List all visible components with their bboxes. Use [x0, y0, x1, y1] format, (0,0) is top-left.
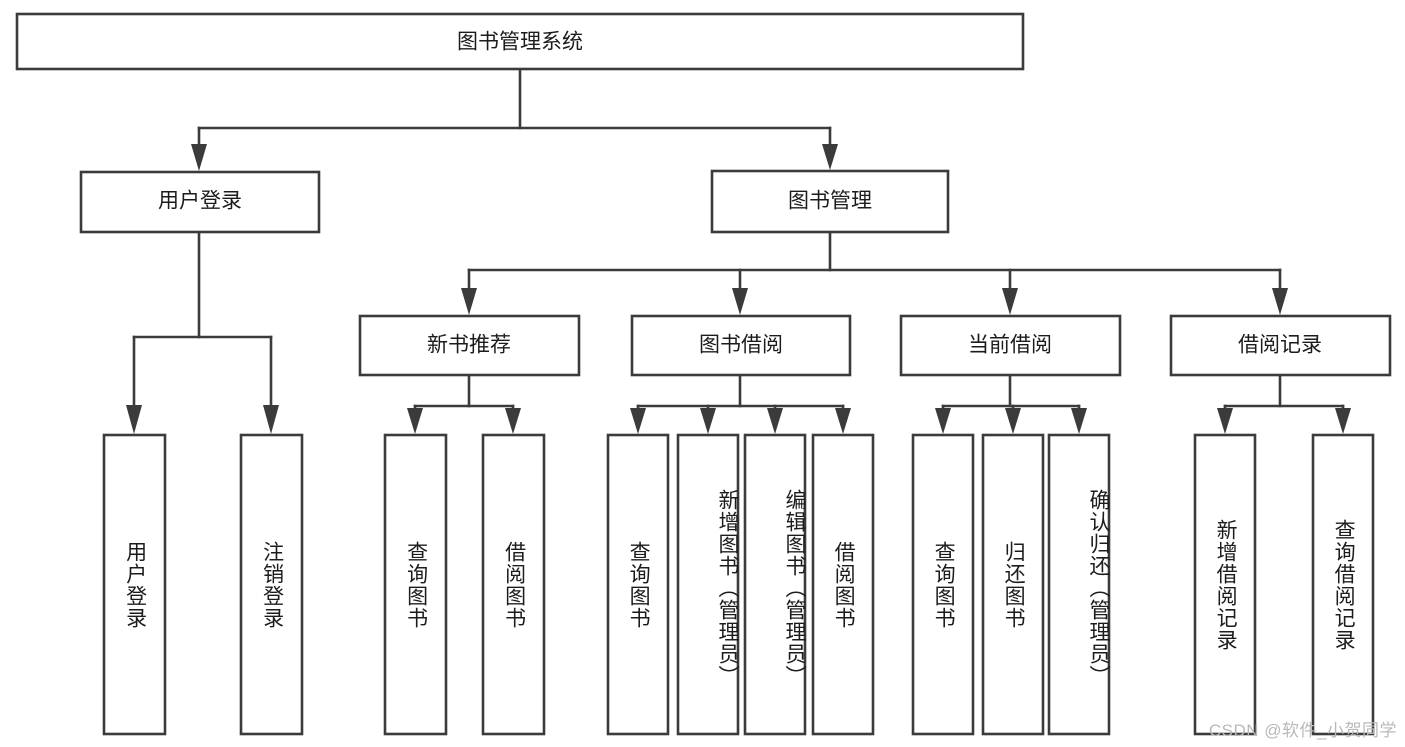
node-new-book-recommend-label: 新书推荐 — [427, 334, 511, 357]
node-book-borrow[interactable]: 图书借阅 — [630, 314, 852, 377]
node-leaf-query-borrow-record-box[interactable] — [1311, 433, 1375, 736]
arrowhead-book-manage — [822, 144, 838, 170]
node-leaf-user-login-box[interactable] — [102, 433, 167, 736]
node-leaf-confirm-return-admin-box[interactable] — [1047, 433, 1111, 736]
node-leaf-query-book-cur-box[interactable] — [911, 433, 975, 736]
node-leaf-return-book-box[interactable] — [981, 433, 1045, 736]
arrowhead-leaf-query-book-cur — [935, 408, 951, 434]
node-borrow-record[interactable]: 借阅记录 — [1169, 314, 1392, 377]
node-user-login-box[interactable] — [79, 170, 321, 234]
connectors — [126, 67, 1351, 434]
arrowhead-leaf-borrow-book — [835, 408, 851, 434]
node-borrow-record-box[interactable] — [1169, 314, 1392, 377]
node-leaf-user-logout-box[interactable] — [239, 433, 304, 736]
arrowhead-leaf-borrow-book-rec — [505, 408, 521, 434]
node-root-box[interactable] — [15, 12, 1025, 71]
arrowhead-leaf-edit-book-admin — [767, 408, 783, 434]
node-new-book-recommend-box[interactable] — [358, 314, 581, 377]
node-current-borrow[interactable]: 当前借阅 — [899, 314, 1122, 377]
arrowhead-current-borrow — [1002, 288, 1018, 315]
arrowhead-leaf-user-login — [126, 405, 142, 434]
arrowhead-new-book-recommend — [461, 288, 477, 315]
leaf-boxes — [102, 433, 1375, 736]
arrowhead-leaf-user-logout — [263, 405, 279, 434]
watermark-text: CSDN @软件_小贺同学 — [1208, 721, 1397, 740]
node-book-manage-box[interactable] — [710, 169, 950, 234]
node-leaf-edit-book-admin-box[interactable] — [743, 433, 807, 736]
node-user-login[interactable]: 用户登录 — [79, 170, 321, 234]
arrowhead-leaf-query-book-rec — [407, 408, 423, 434]
node-borrow-record-label: 借阅记录 — [1238, 334, 1322, 357]
arrowhead-borrow-record — [1272, 288, 1288, 315]
node-book-borrow-label: 图书借阅 — [699, 334, 783, 357]
node-current-borrow-label: 当前借阅 — [968, 334, 1052, 357]
node-leaf-query-book-rec-box[interactable] — [383, 433, 448, 736]
arrowhead-leaf-confirm-return-admin — [1071, 408, 1087, 434]
node-root[interactable]: 图书管理系统 — [15, 12, 1025, 71]
node-leaf-add-book-admin-box[interactable] — [676, 433, 740, 736]
node-user-login-label: 用户登录 — [158, 190, 242, 213]
arrowhead-leaf-query-book — [630, 408, 646, 434]
node-leaf-borrow-book-box[interactable] — [811, 433, 875, 736]
arrowhead-leaf-add-book-admin — [700, 408, 716, 434]
node-leaf-add-borrow-record-box[interactable] — [1193, 433, 1257, 736]
node-root-label: 图书管理系统 — [457, 31, 583, 54]
node-book-manage-label: 图书管理 — [788, 190, 872, 213]
node-book-borrow-box[interactable] — [630, 314, 852, 377]
arrowhead-user-login — [191, 144, 207, 171]
node-leaf-borrow-book-rec-box[interactable] — [481, 433, 546, 736]
node-leaf-query-book-box[interactable] — [606, 433, 670, 736]
node-new-book-recommend[interactable]: 新书推荐 — [358, 314, 581, 377]
node-book-manage[interactable]: 图书管理 — [710, 169, 950, 234]
arrowhead-leaf-query-borrow-record — [1335, 408, 1351, 434]
node-current-borrow-box[interactable] — [899, 314, 1122, 377]
arrowhead-book-borrow — [732, 288, 748, 315]
arrowhead-leaf-return-book — [1005, 408, 1021, 434]
arrowhead-leaf-add-borrow-record — [1217, 408, 1233, 434]
